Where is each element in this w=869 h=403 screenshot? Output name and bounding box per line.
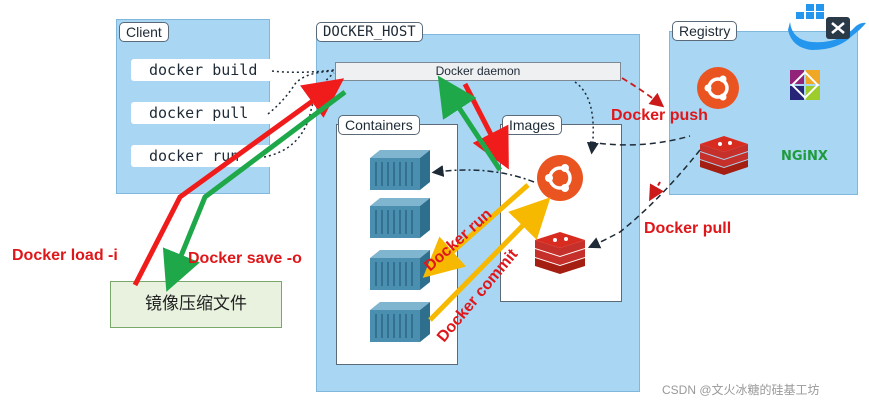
container-icon	[370, 198, 430, 238]
docker-pull-red-arrowhead	[649, 181, 664, 202]
watermark: CSDN @文火冰糖的硅基工坊	[662, 383, 820, 397]
docker-load-red-arrow	[132, 78, 345, 287]
ubuntu-to-container-dashed-arrow	[431, 165, 535, 183]
redis-icon	[535, 232, 585, 274]
ubuntu-icon	[537, 155, 583, 201]
client-title: Client	[119, 22, 169, 42]
docker-daemon: Docker daemon	[335, 62, 621, 81]
centos-icon	[790, 70, 820, 100]
container-icon	[370, 150, 430, 190]
ubuntu-icon	[697, 67, 739, 109]
images-title: Images	[502, 115, 562, 135]
command-docker-build: docker build	[131, 59, 284, 81]
containers-title: Containers	[338, 115, 420, 135]
docker-pull-dashed-arrow	[587, 149, 701, 249]
docker-push-dashed-arrow	[621, 77, 665, 108]
nginx-icon: NGiNX	[781, 149, 828, 164]
command-docker-pull: docker pull	[131, 102, 284, 124]
label-docker-push: Docker push	[611, 107, 708, 124]
container-icon	[370, 250, 430, 290]
registry-panel	[669, 31, 858, 195]
image-to-daemon-green-arrow	[437, 75, 503, 172]
label-docker-pull: Docker pull	[644, 220, 732, 237]
container-icon	[370, 302, 430, 342]
label-docker-save: Docker save -o	[188, 250, 302, 267]
docker-whale-icon	[788, 4, 866, 50]
registry-title: Registry	[672, 21, 738, 41]
label-docker-load: Docker load -i	[12, 247, 118, 264]
docker-host-title: DOCKER_HOST	[316, 22, 423, 42]
docker-commit-yellow-arrow	[428, 197, 551, 322]
redis-icon	[700, 136, 748, 175]
daemon-to-ubuntu-dotted-arrow	[574, 81, 599, 155]
docker-save-green-arrow	[162, 90, 347, 292]
docker-push-dashed-line	[589, 135, 691, 146]
